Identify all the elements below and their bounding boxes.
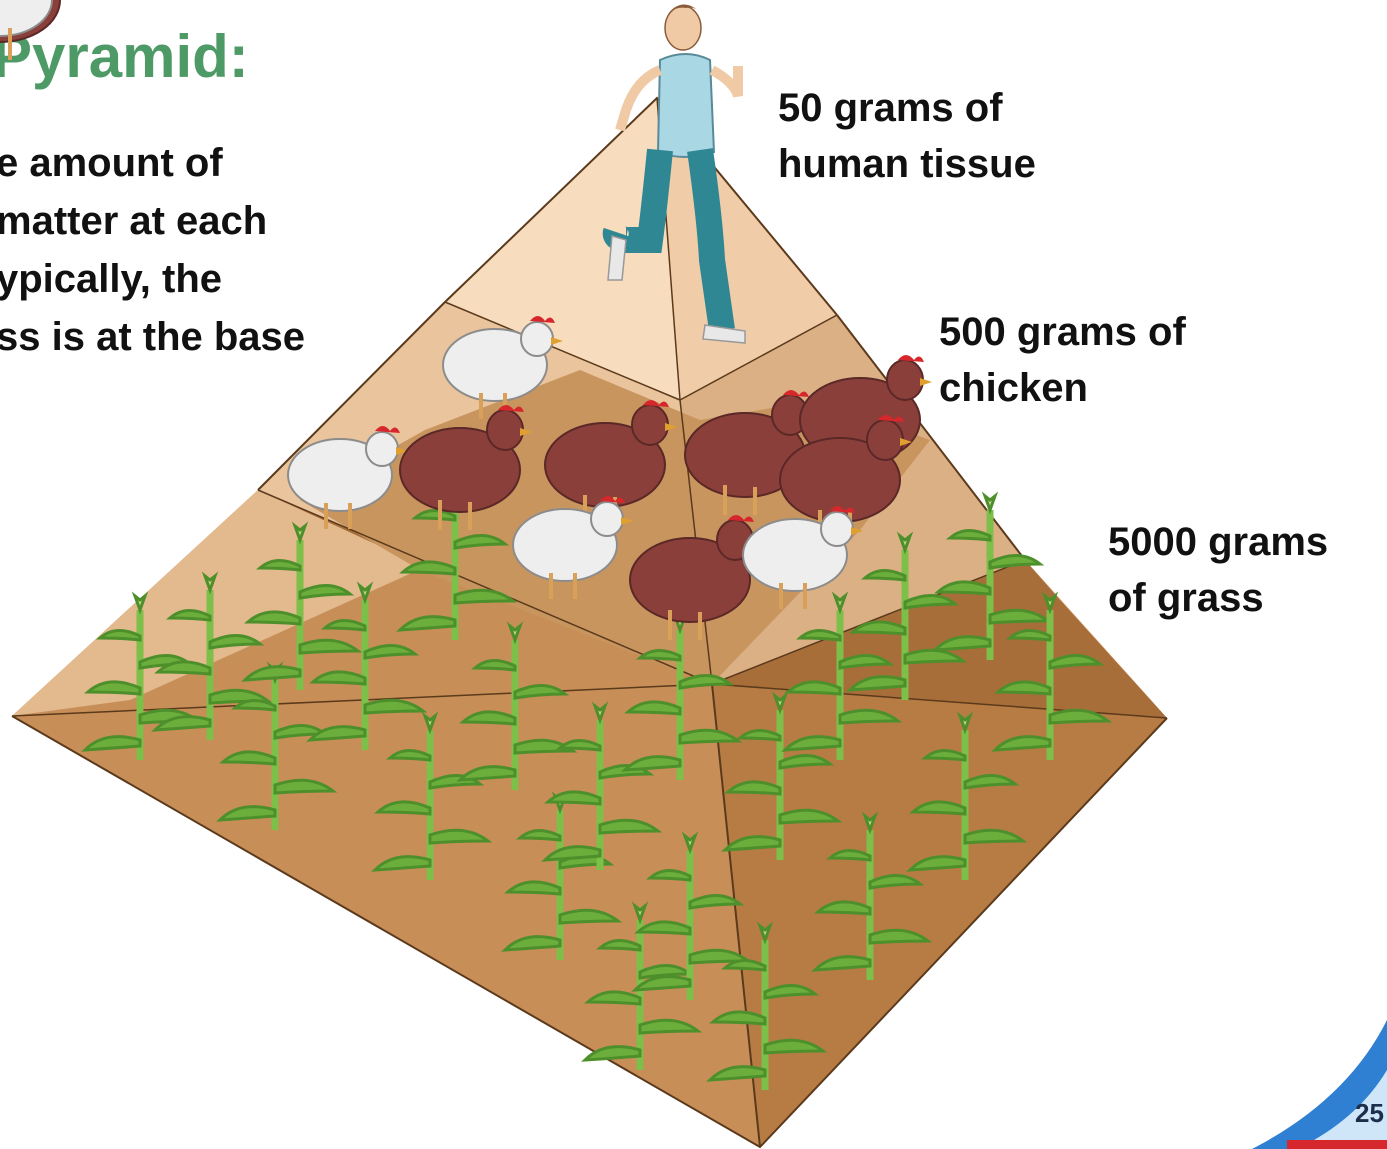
level-label-chicken: 500 grams of chicken [939, 304, 1186, 416]
level-label-grass-line-1: 5000 grams [1108, 514, 1328, 570]
level-label-grass: 5000 grams of grass [1108, 514, 1328, 626]
level-label-human: 50 grams of human tissue [778, 80, 1036, 192]
level-label-grass-line-2: of grass [1108, 570, 1328, 626]
level-label-chicken-line-1: 500 grams of [939, 304, 1186, 360]
slide-number: 25 [1355, 1098, 1384, 1129]
level-label-chicken-line-2: chicken [939, 360, 1186, 416]
level-label-human-line-1: 50 grams of [778, 80, 1036, 136]
level-label-human-line-2: human tissue [778, 136, 1036, 192]
corner-swoosh-decoration [1252, 1020, 1387, 1149]
